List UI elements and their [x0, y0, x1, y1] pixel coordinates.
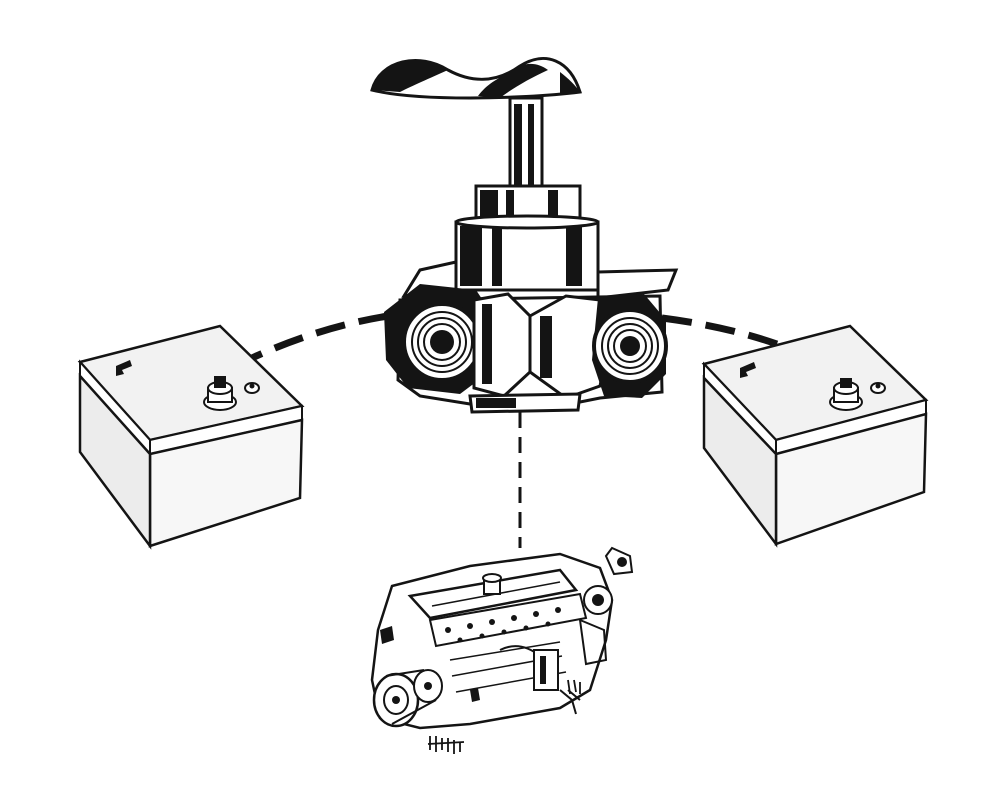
switch-lower-body: [384, 284, 668, 414]
switch-flange-right: [596, 268, 679, 300]
engine-intake: [428, 592, 588, 648]
battery-right-vent-cap: [870, 382, 886, 394]
battery-left-vent-cap: [244, 382, 260, 394]
switch-upper-body: [454, 214, 600, 292]
battery-right-logo: [740, 362, 756, 378]
battery-right-terminal: [829, 378, 863, 411]
engine-mounts: [427, 679, 581, 754]
battery-left-side: [78, 372, 152, 550]
engine-pulley: [372, 669, 443, 728]
battery-left-terminal: [203, 376, 237, 411]
battery-right-icon: [701, 324, 929, 548]
engine-bolts: [445, 607, 561, 643]
switch-shaft: [508, 96, 544, 192]
engine-turbo: [578, 546, 634, 666]
switch-handle: [370, 57, 582, 100]
battery-right-side: [702, 374, 778, 548]
battery-selector-switch-icon: [370, 57, 679, 414]
connection-lines: [210, 312, 840, 548]
battery-left-logo: [116, 360, 132, 376]
engine-icon: [370, 546, 634, 754]
connection-switch-to-left-battery: [210, 312, 389, 382]
connection-switch-to-right-battery: [661, 314, 840, 376]
battery-left-icon: [77, 324, 305, 550]
engine-details: [380, 626, 581, 715]
engine-filler-cap: [482, 573, 502, 595]
